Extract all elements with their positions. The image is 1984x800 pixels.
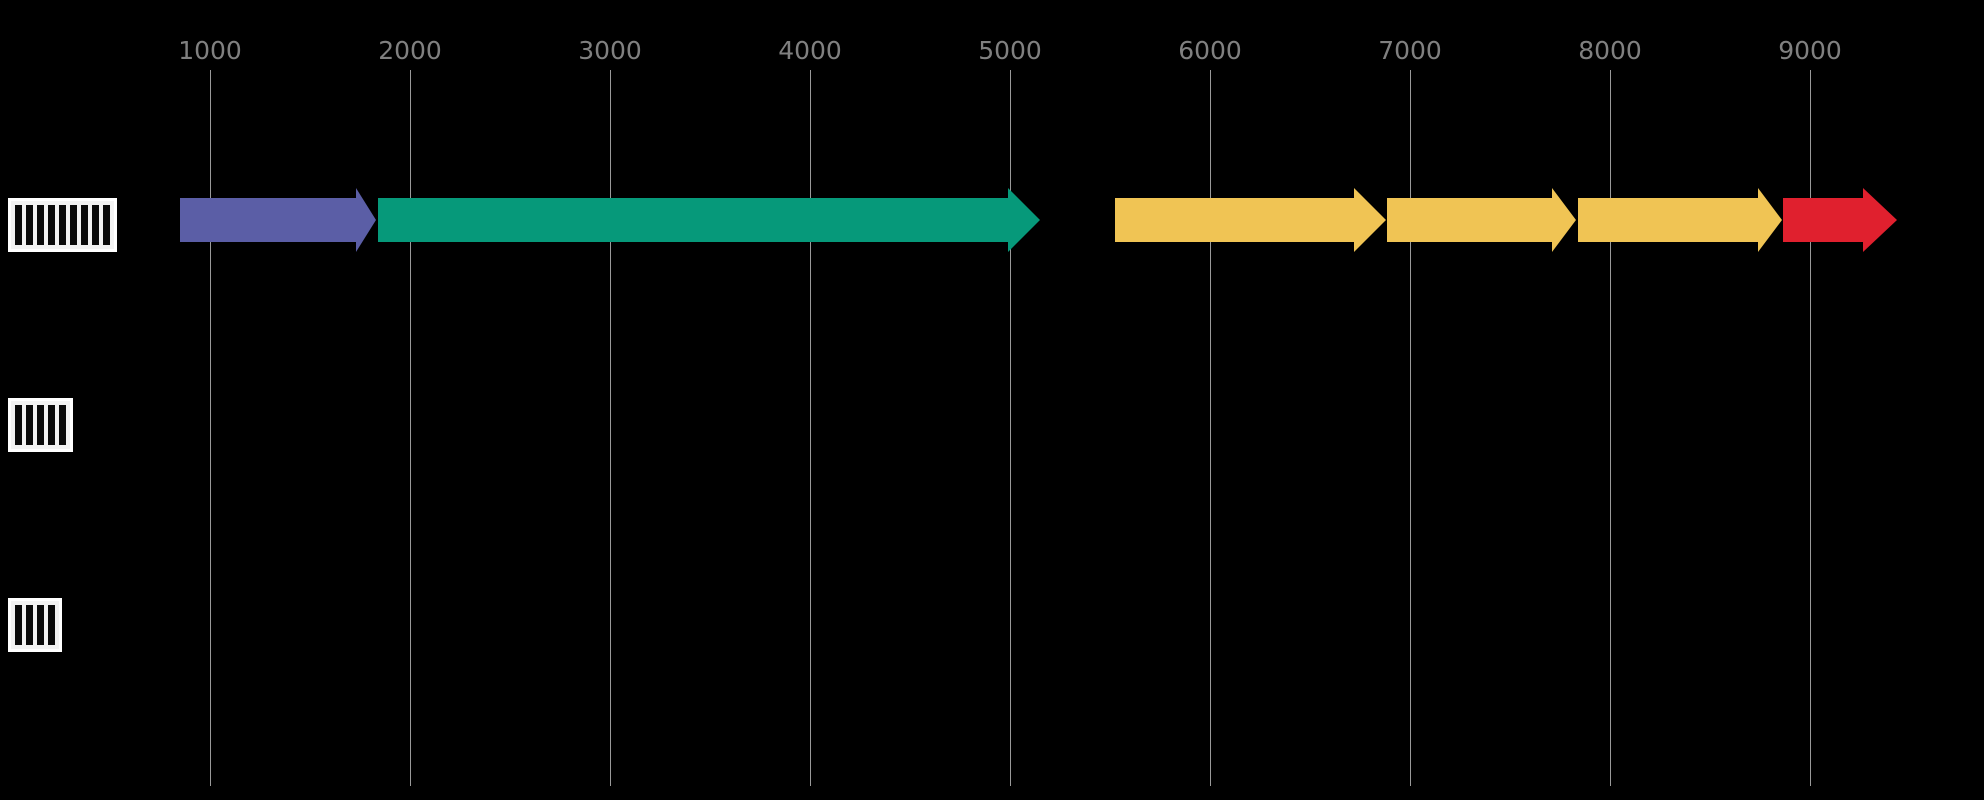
missing-glyph-icon	[15, 605, 22, 645]
missing-glyph-icon	[37, 405, 44, 445]
feature-yellow-1[interactable]	[1115, 188, 1386, 252]
axis-tick-label-6000: 6000	[1178, 36, 1242, 65]
axis-tick-label-7000: 7000	[1378, 36, 1442, 65]
feature-red[interactable]	[1783, 188, 1897, 252]
feature-teal[interactable]	[378, 188, 1040, 252]
axis-tick-label-9000: 9000	[1778, 36, 1842, 65]
axis-tick-label-2000: 2000	[378, 36, 442, 65]
feature-teal-shape	[378, 188, 1040, 252]
feature-red-shape	[1783, 188, 1897, 252]
axis-tick-label-8000: 8000	[1578, 36, 1642, 65]
missing-glyph-icon	[48, 405, 55, 445]
missing-glyph-icon	[37, 205, 44, 245]
missing-glyph-icon	[26, 205, 33, 245]
track-row-1	[0, 188, 1984, 252]
feature-yellow-3[interactable]	[1578, 188, 1782, 252]
track-row-3	[0, 588, 1984, 652]
feature-yellow-1-shape	[1115, 188, 1386, 252]
missing-glyph-icon	[81, 205, 88, 245]
missing-glyph-icon	[59, 205, 66, 245]
feature-purple[interactable]	[180, 188, 376, 252]
track-label-3[interactable]	[8, 598, 62, 652]
feature-yellow-2-shape	[1387, 188, 1576, 252]
missing-glyph-icon	[48, 605, 55, 645]
axis-tick-label-3000: 3000	[578, 36, 642, 65]
missing-glyph-icon	[15, 205, 22, 245]
missing-glyph-icon	[103, 205, 110, 245]
missing-glyph-icon	[15, 405, 22, 445]
missing-glyph-icon	[26, 405, 33, 445]
missing-glyph-icon	[37, 605, 44, 645]
axis-tick-label-5000: 5000	[978, 36, 1042, 65]
track-row-2	[0, 388, 1984, 452]
feature-yellow-3-shape	[1578, 188, 1782, 252]
track-label-2[interactable]	[8, 398, 73, 452]
missing-glyph-icon	[70, 205, 77, 245]
missing-glyph-icon	[59, 405, 66, 445]
axis-tick-label-4000: 4000	[778, 36, 842, 65]
axis-tick-label-1000: 1000	[178, 36, 242, 65]
feature-purple-shape	[180, 188, 376, 252]
missing-glyph-icon	[26, 605, 33, 645]
missing-glyph-icon	[92, 205, 99, 245]
track-label-1[interactable]	[8, 198, 117, 252]
feature-yellow-2[interactable]	[1387, 188, 1576, 252]
missing-glyph-icon	[48, 205, 55, 245]
